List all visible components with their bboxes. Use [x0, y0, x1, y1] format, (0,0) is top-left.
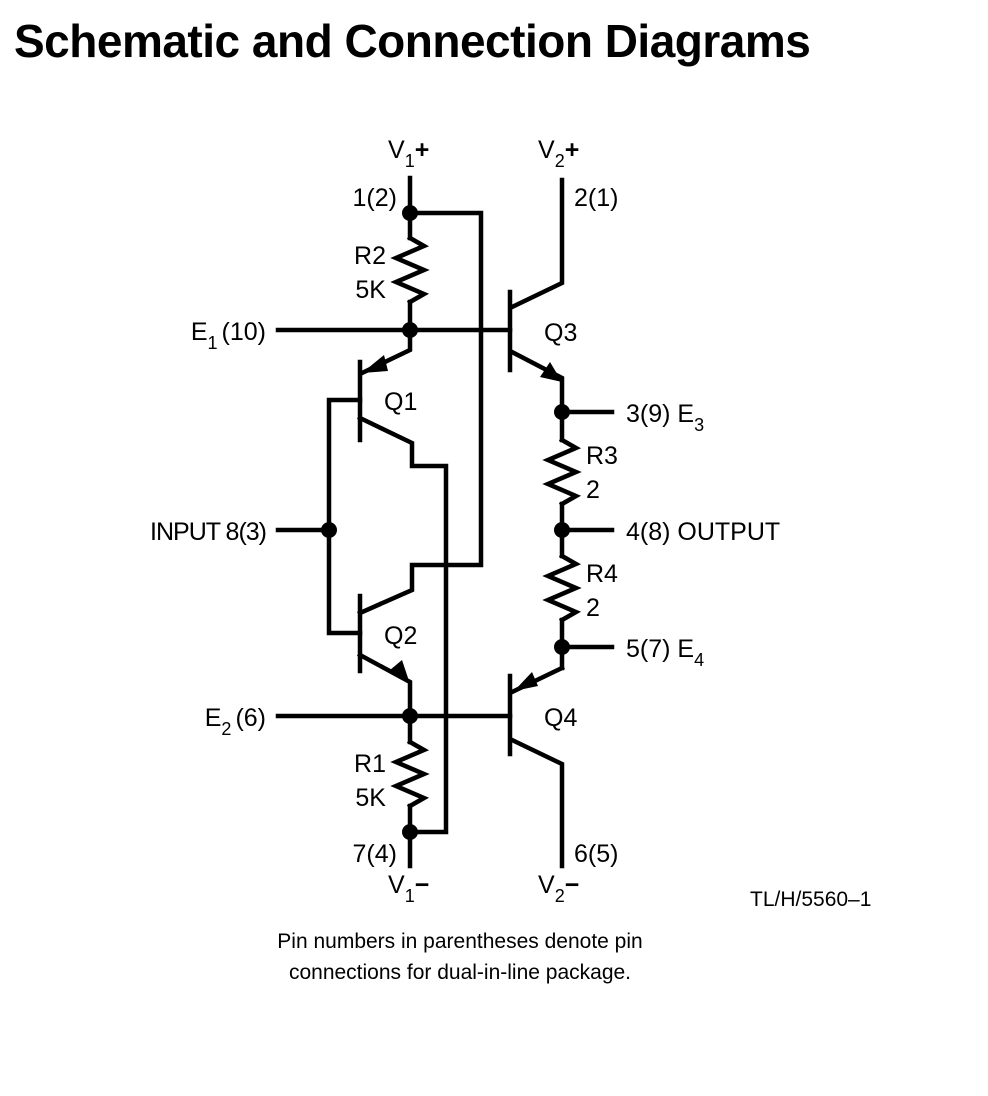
q2-emitter-arrow [390, 660, 410, 684]
label-v2-plus: V2+ [538, 136, 579, 171]
node-e1 [402, 322, 418, 338]
r3-resistor [542, 436, 582, 508]
figure-reference: TL/H/5560–1 [750, 888, 871, 911]
label-e2: E2(6) [205, 704, 266, 739]
label-r1-value: 5K [355, 784, 386, 812]
label-pin1: 1(2) [353, 184, 397, 212]
label-q3: Q3 [544, 319, 577, 347]
q3-emitter [508, 348, 565, 415]
wire-v2plus [508, 177, 565, 311]
label-r4-name: R4 [586, 560, 618, 588]
label-r2-name: R2 [354, 242, 386, 270]
node-e4 [554, 639, 570, 655]
node-output [554, 522, 570, 538]
label-pin7: 7(4) [353, 840, 397, 868]
label-v2-minus: V2− [538, 871, 579, 906]
label-pin6: 6(5) [574, 840, 618, 868]
label-r1-name: R1 [354, 750, 386, 778]
label-q2: Q2 [384, 622, 417, 650]
wire-bases [326, 397, 363, 636]
label-r3-value: 2 [586, 476, 600, 504]
r2-resistor [390, 234, 430, 306]
pin-note-line2: connections for dual-in-line package. [288, 961, 632, 984]
label-e1: E1(10) [191, 318, 266, 353]
node-pin7 [402, 824, 418, 840]
node-e3 [554, 404, 570, 420]
label-input: INPUT 8(3) [150, 518, 266, 546]
label-r3-name: R3 [586, 442, 618, 470]
label-e4: 5(7) E4 [626, 635, 704, 670]
label-output: 4(8) OUTPUT [626, 518, 780, 546]
r4-resistor [542, 552, 582, 624]
q3-emitter-arrow [540, 362, 562, 382]
q2-emitter [356, 651, 413, 719]
node-input [321, 522, 337, 538]
q4-emitter-arrow [514, 672, 538, 691]
label-pin2: 2(1) [574, 184, 618, 212]
pin-note: Pin numbers in parentheses denote pin co… [220, 926, 700, 988]
label-q4: Q4 [544, 704, 577, 732]
label-e3: 3(9) E3 [626, 400, 704, 435]
label-r2-value: 5K [355, 276, 386, 304]
q1-collector [356, 414, 449, 835]
label-v1-minus: V1− [388, 871, 429, 906]
page-title: Schematic and Connection Diagrams [14, 15, 811, 67]
node-e2 [402, 708, 418, 724]
pin-note-line1: Pin numbers in parentheses denote pin [277, 930, 643, 953]
q4-collector [508, 736, 565, 869]
node-pin1 [402, 205, 418, 221]
label-q1: Q1 [384, 388, 417, 416]
q1-emitter-arrow [362, 355, 388, 373]
label-v1-plus: V1+ [388, 136, 429, 171]
r1-resistor [390, 738, 430, 810]
label-r4-value: 2 [586, 594, 600, 622]
